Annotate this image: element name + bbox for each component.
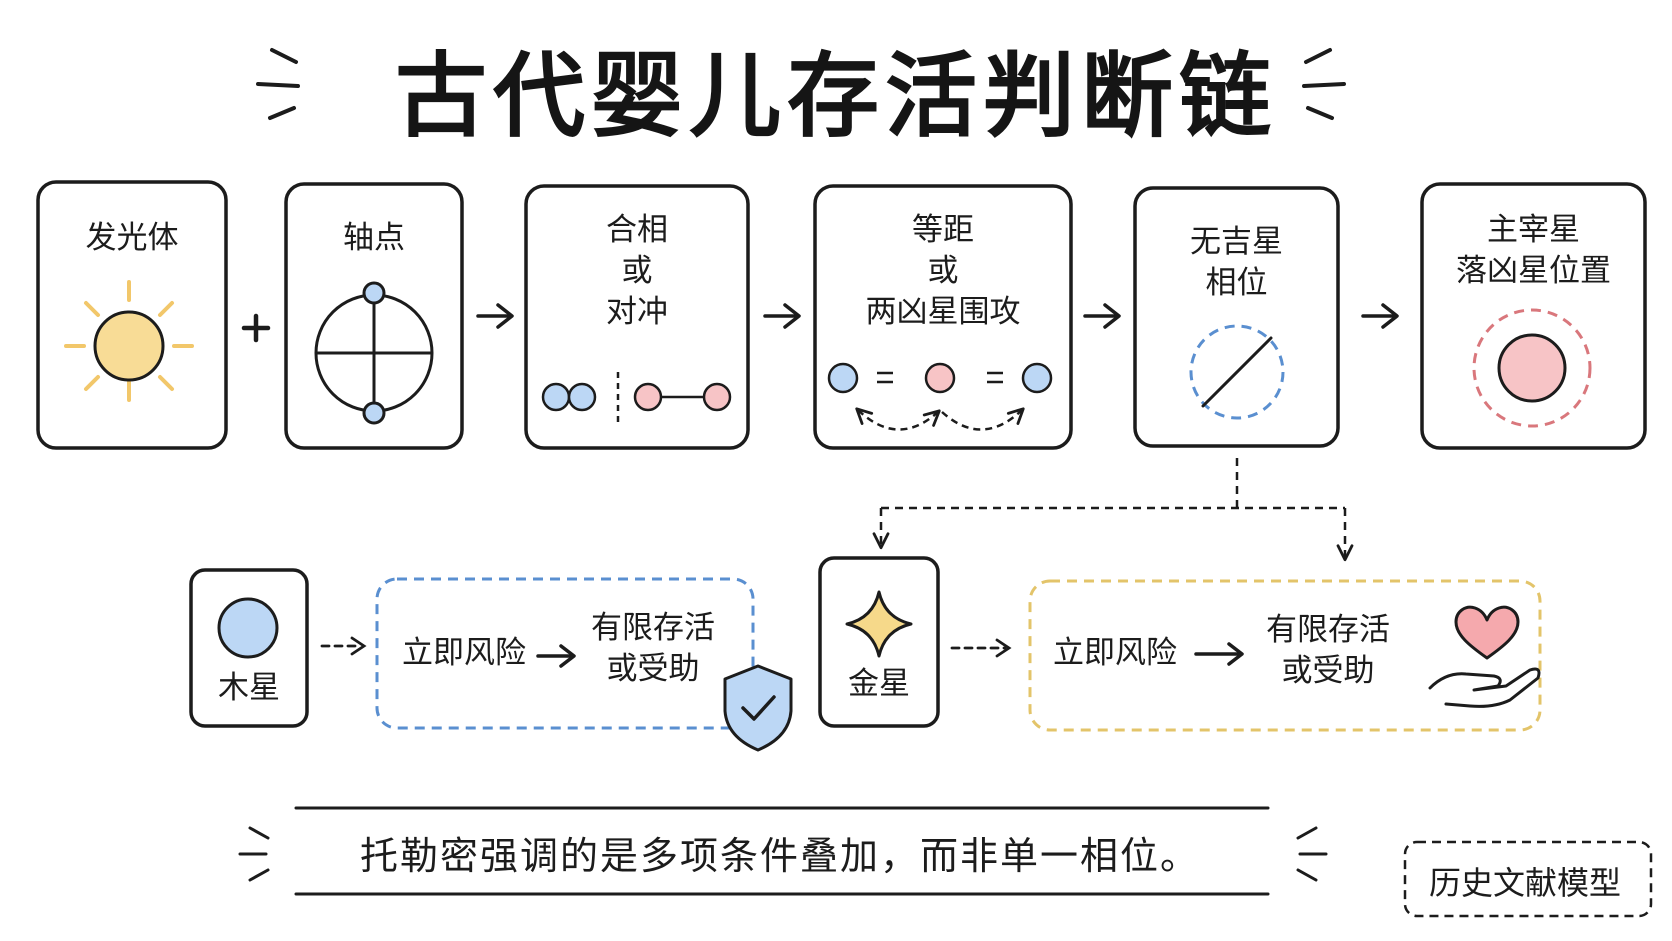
jupiter-risk: 立即风险: [402, 635, 526, 671]
besiegement-icon: [827, 362, 1053, 431]
label-angle: 轴点: [343, 220, 405, 256]
label-besiegement: 等距 或 两凶星围攻: [865, 212, 1021, 330]
label-conjunction: 合相 或 对冲: [606, 212, 668, 330]
plus-operator: [241, 313, 271, 343]
arrow-jupiter-to-outcome: [320, 636, 367, 656]
chain-arrows: [476, 303, 1399, 329]
branch-connector: [872, 458, 1354, 562]
label-no-benefic: 无吉星 相位: [1190, 224, 1283, 301]
axis-circle-icon: [314, 281, 434, 425]
box-conjunction: [524, 184, 750, 450]
jupiter-icon: [217, 597, 279, 659]
sun-icon: [64, 280, 194, 402]
arrow-icon: [1361, 303, 1399, 329]
ruler-in-malefic-icon: [1472, 308, 1592, 428]
box-no-benefic: [1133, 186, 1340, 448]
conjunction-opposition-icon: [541, 372, 732, 422]
source-tag-frame: [1403, 840, 1653, 918]
heart-hand-icon: [1428, 605, 1541, 708]
label-ruler: 主宰星 落凶星位置: [1456, 212, 1611, 289]
title-flourish-left: [256, 48, 300, 120]
caption-frame: [238, 806, 1328, 896]
arrow-icon: [1194, 642, 1244, 666]
arrow-icon: [476, 303, 514, 329]
arrow-icon: [1083, 303, 1121, 329]
label-luminary: 发光体: [85, 220, 179, 256]
arrow-venus-to-outcome: [950, 638, 1012, 658]
venus-risk: 立即风险: [1053, 635, 1177, 671]
caption: 托勒密强调的是多项条件叠加，而非单一相位。: [359, 834, 1200, 878]
arrow-icon: [763, 303, 801, 329]
no-aspect-icon: [1189, 324, 1285, 420]
venus-outcome: 有限存活 或受助: [1266, 612, 1390, 689]
shield-check-icon: [723, 664, 793, 752]
box-ruler: [1420, 182, 1647, 450]
title-flourish-right: [1302, 48, 1346, 120]
label-jupiter: 木星: [218, 670, 280, 706]
venus-star-icon: [845, 590, 913, 658]
venus-outcome-box: [1028, 579, 1542, 732]
arrow-icon: [536, 644, 576, 668]
source-tag: 历史文献模型: [1428, 864, 1621, 902]
page-title: 古代婴儿存活判断链: [394, 43, 1277, 150]
label-venus: 金星: [848, 666, 910, 702]
jupiter-outcome: 有限存活 或受助: [591, 610, 715, 687]
